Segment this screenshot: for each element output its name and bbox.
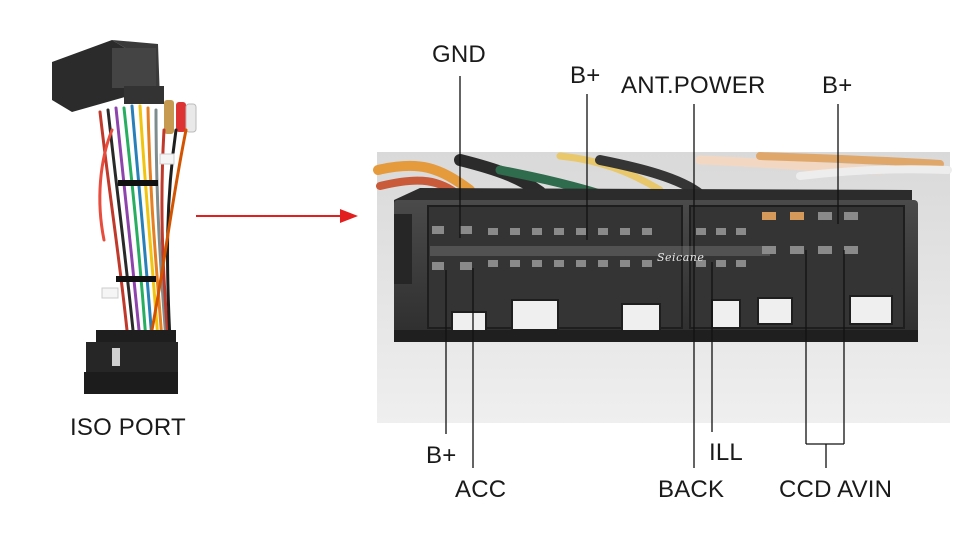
pin-label-b-plus-bottom: B+ [426,442,457,469]
pin-label-ccd-avin: CCD AVIN [779,476,893,503]
watermark: Seicane [657,251,705,264]
pin-label-b-plus-top: B+ [570,62,601,89]
pin-label-back: BACK [658,476,725,503]
pin-label-ill: ILL [709,439,743,466]
pin-label-acc: ACC [455,476,507,503]
arrow-right-icon [196,209,358,223]
iso-harness-image [52,40,197,394]
connector-photo [373,152,952,423]
pin-label-ant-power: ANT.POWER [621,72,766,99]
leader-lines [445,76,845,468]
iso-port-label: ISO PORT [70,414,186,441]
pin-label-b-plus-right: B+ [822,72,853,99]
pin-label-gnd: GND [432,41,486,68]
